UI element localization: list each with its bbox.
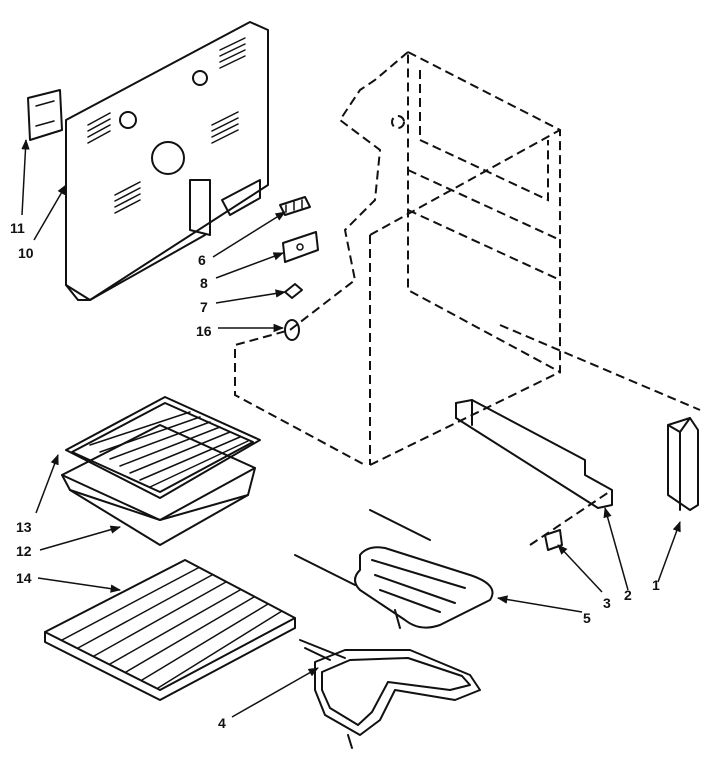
clip [284, 283, 303, 299]
callout-3: 3 [603, 595, 611, 611]
broil-element [294, 509, 494, 629]
oven-cavity-outline [234, 50, 701, 466]
grommet [284, 319, 300, 341]
callout-10: 10 [18, 245, 34, 261]
callout-5: 5 [583, 610, 591, 626]
side-bracket [667, 417, 699, 511]
back-panel-gasket [27, 89, 63, 141]
broiler-pan-grid [65, 396, 261, 499]
callout-2: 2 [624, 587, 632, 603]
callout-leaders [21, 138, 681, 718]
mounting-bracket [282, 231, 319, 263]
bake-element [299, 639, 481, 749]
side-rail [455, 399, 613, 509]
callout-1: 1 [652, 577, 660, 593]
callout-labels: 11 10 6 8 7 16 13 12 14 4 5 3 2 1 [10, 220, 660, 731]
callout-11: 11 [10, 220, 25, 236]
oven-back-panel [65, 21, 269, 301]
callout-7: 7 [200, 299, 208, 315]
oven-rack [44, 559, 296, 701]
callout-14: 14 [16, 570, 32, 586]
callout-12: 12 [16, 543, 32, 559]
callout-4: 4 [218, 715, 226, 731]
callout-13: 13 [16, 519, 32, 535]
broiler-pan [61, 424, 256, 546]
callout-6: 6 [198, 252, 206, 268]
callout-8: 8 [200, 275, 208, 291]
callout-16: 16 [196, 323, 212, 339]
